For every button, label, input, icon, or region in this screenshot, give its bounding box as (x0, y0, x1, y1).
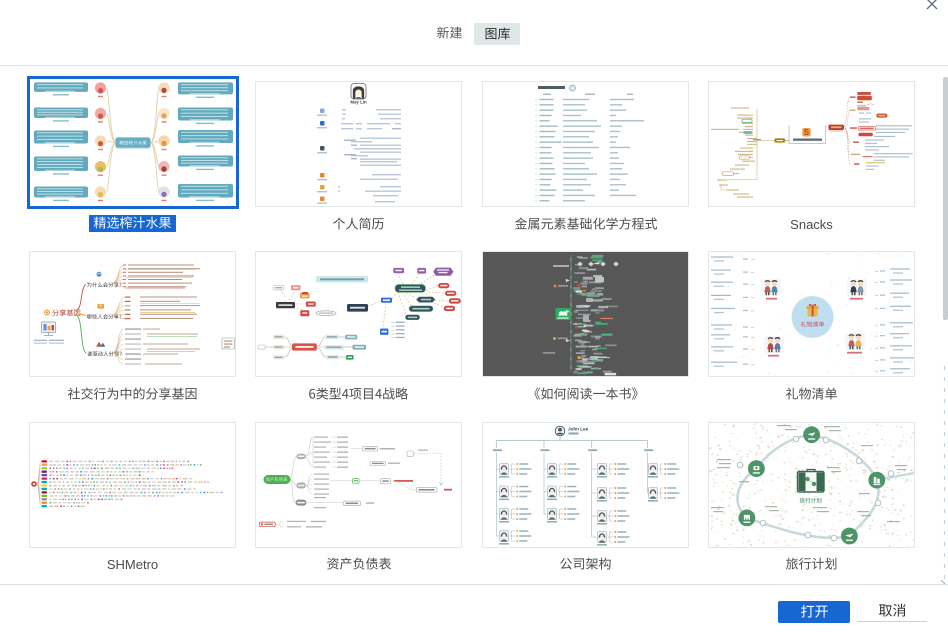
svg-text:S: S (804, 128, 810, 137)
svg-text:John Lee: John Lee (568, 427, 589, 432)
svg-text:May Lin: May Lin (350, 100, 367, 105)
